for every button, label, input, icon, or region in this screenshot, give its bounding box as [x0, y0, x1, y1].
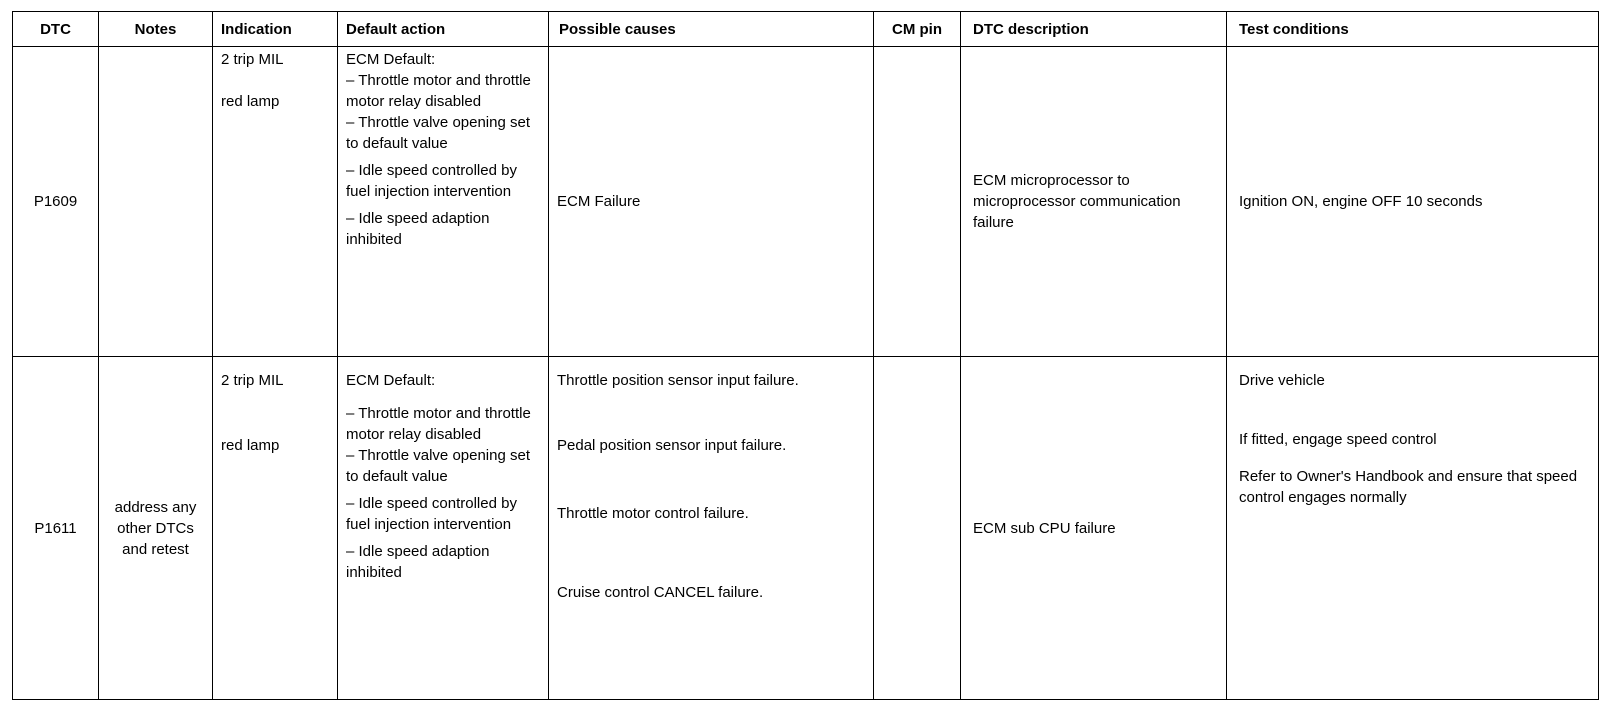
test-condition-line: Refer to Owner's Handbook and ensure tha… — [1239, 468, 1578, 506]
possible-causes-cell: Throttle position sensor input failure. … — [548, 356, 874, 700]
default-action-line: – Idle speed controlled by fuel injectio… — [346, 162, 517, 200]
test-conditions-cell: Drive vehicle If fitted, engage speed co… — [1226, 356, 1599, 700]
dtc-code: P1609 — [12, 46, 99, 357]
notes-cell — [98, 46, 213, 357]
indication-line: red lamp — [221, 437, 280, 454]
notes-cell: address any other DTCs and retest — [98, 356, 213, 700]
cm-pin-cell — [873, 356, 961, 700]
default-action-line: ECM Default: — [346, 372, 436, 389]
possible-causes-cell: ECM Failure — [548, 46, 874, 357]
header-dtc-description: DTC description — [960, 11, 1227, 47]
default-action-line: – Throttle valve opening set to default … — [346, 447, 531, 485]
dtc-description-cell: ECM sub CPU failure — [960, 356, 1227, 700]
indication-cell: 2 trip MIL red lamp — [212, 46, 338, 357]
test-condition-line: If fitted, engage speed control — [1239, 431, 1437, 448]
default-action-line: – Idle speed adaption inhibited — [346, 210, 490, 248]
default-action-line: – Idle speed adaption inhibited — [346, 543, 490, 581]
header-indication: Indication — [212, 11, 338, 47]
header-notes: Notes — [98, 11, 213, 47]
header-row: DTC Notes Indication Default action Poss… — [12, 11, 1599, 47]
possible-cause-line: Throttle position sensor input failure. — [557, 372, 799, 389]
header-test-conditions: Test conditions — [1226, 11, 1599, 47]
default-action-cell: ECM Default: – Throttle motor and thrott… — [337, 46, 549, 357]
dtc-code: P1611 — [12, 356, 99, 700]
default-action-line: – Throttle motor and throttle motor rela… — [346, 405, 531, 443]
default-action-line: – Throttle valve opening set to default … — [346, 114, 531, 152]
indication-line: 2 trip MIL — [221, 372, 284, 389]
indication-line: 2 trip MIL — [221, 51, 284, 68]
header-possible-causes: Possible causes — [548, 11, 874, 47]
header-cm-pin: CM pin — [873, 11, 961, 47]
header-dtc: DTC — [12, 11, 99, 47]
indication-line: red lamp — [221, 93, 280, 110]
test-conditions-cell: Ignition ON, engine OFF 10 seconds — [1226, 46, 1599, 357]
table-row: P1609 2 trip MIL red lamp ECM Default: –… — [12, 46, 1599, 357]
default-action-cell: ECM Default: – Throttle motor and thrott… — [337, 356, 549, 700]
dtc-description-cell: ECM microprocessor to microprocessor com… — [960, 46, 1227, 357]
default-action-line: – Throttle motor and throttle motor rela… — [346, 72, 531, 110]
header-default-action: Default action — [337, 11, 549, 47]
possible-cause-line: Pedal position sensor input failure. — [557, 437, 787, 454]
default-action-line: ECM Default: — [346, 51, 436, 68]
table-row: P1611 address any other DTCs and retest … — [12, 356, 1599, 700]
cm-pin-cell — [873, 46, 961, 357]
test-condition-line: Ignition ON, engine OFF 10 seconds — [1239, 193, 1483, 210]
dtc-table: DTC Notes Indication Default action Poss… — [12, 11, 1599, 700]
possible-cause-line: ECM Failure — [557, 193, 641, 210]
indication-cell: 2 trip MIL red lamp — [212, 356, 338, 700]
test-condition-line: Drive vehicle — [1239, 372, 1325, 389]
default-action-line: – Idle speed controlled by fuel injectio… — [346, 495, 517, 533]
possible-cause-line: Cruise control CANCEL failure. — [557, 584, 764, 601]
possible-cause-line: Throttle motor control failure. — [557, 505, 749, 522]
